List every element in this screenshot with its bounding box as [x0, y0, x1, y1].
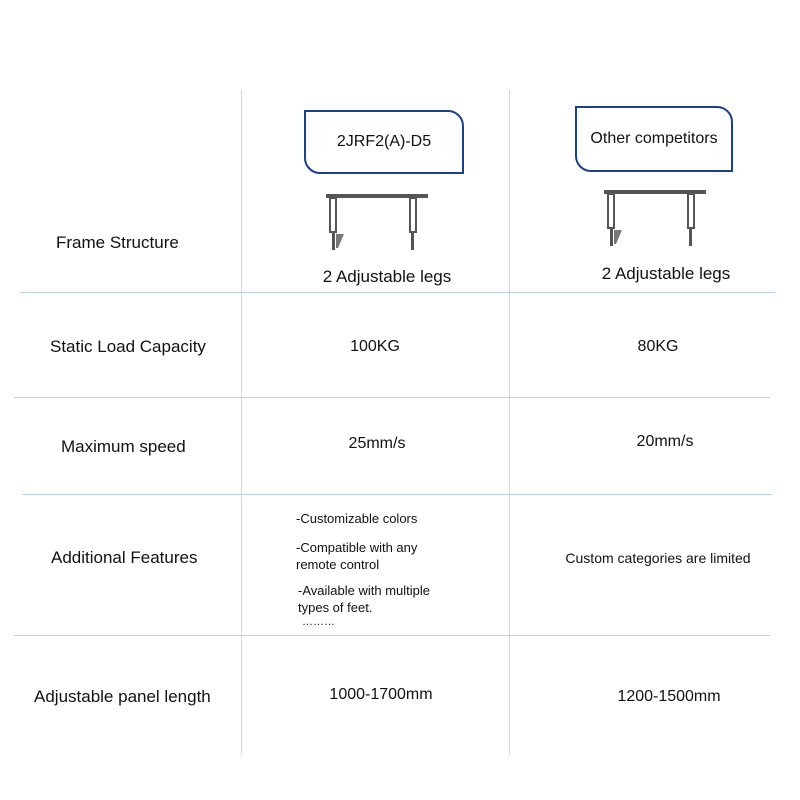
competitor-label: Other competitors	[590, 130, 718, 147]
speed-value-product: 25mm/s	[348, 435, 406, 452]
length-value-product: 1000-1700mm	[329, 686, 433, 703]
length-value-competitor: 1200-1500mm	[617, 688, 721, 705]
row-label-additional-features: Additional Features	[51, 548, 198, 567]
row-divider	[22, 494, 772, 495]
frame-value-competitor: 2 Adjustable legs	[601, 264, 731, 283]
feature-item: -Customizable colors	[296, 511, 418, 526]
row-label-max-speed: Maximum speed	[61, 437, 186, 456]
product-model-label: 2JRF2(A)-D5	[336, 133, 432, 150]
column-divider	[241, 90, 242, 755]
feature-ellipsis: ………	[302, 616, 335, 628]
load-value-competitor: 80KG	[637, 338, 679, 355]
desk-frame-icon	[604, 190, 706, 246]
load-value-product: 100KG	[350, 338, 400, 355]
frame-value-product: 2 Adjustable legs	[322, 267, 452, 286]
column-divider	[509, 90, 510, 755]
feature-item: -Compatible with any	[296, 540, 418, 555]
row-divider	[14, 635, 770, 636]
feature-item: -Available with multiple	[298, 583, 430, 598]
features-value-competitor: Custom categories are limited	[565, 550, 751, 566]
desk-frame-icon	[326, 194, 428, 250]
row-divider	[14, 397, 770, 398]
row-divider	[20, 292, 775, 293]
feature-item: types of feet.	[298, 600, 373, 615]
row-label-frame-structure: Frame Structure	[56, 233, 179, 252]
competitor-box: Other competitors	[575, 106, 733, 172]
speed-value-competitor: 20mm/s	[636, 433, 694, 450]
row-label-static-load: Static Load Capacity	[50, 337, 206, 356]
product-model-box: 2JRF2(A)-D5	[304, 110, 464, 174]
feature-item: remote control	[296, 557, 380, 572]
row-label-panel-length: Adjustable panel length	[34, 687, 211, 706]
